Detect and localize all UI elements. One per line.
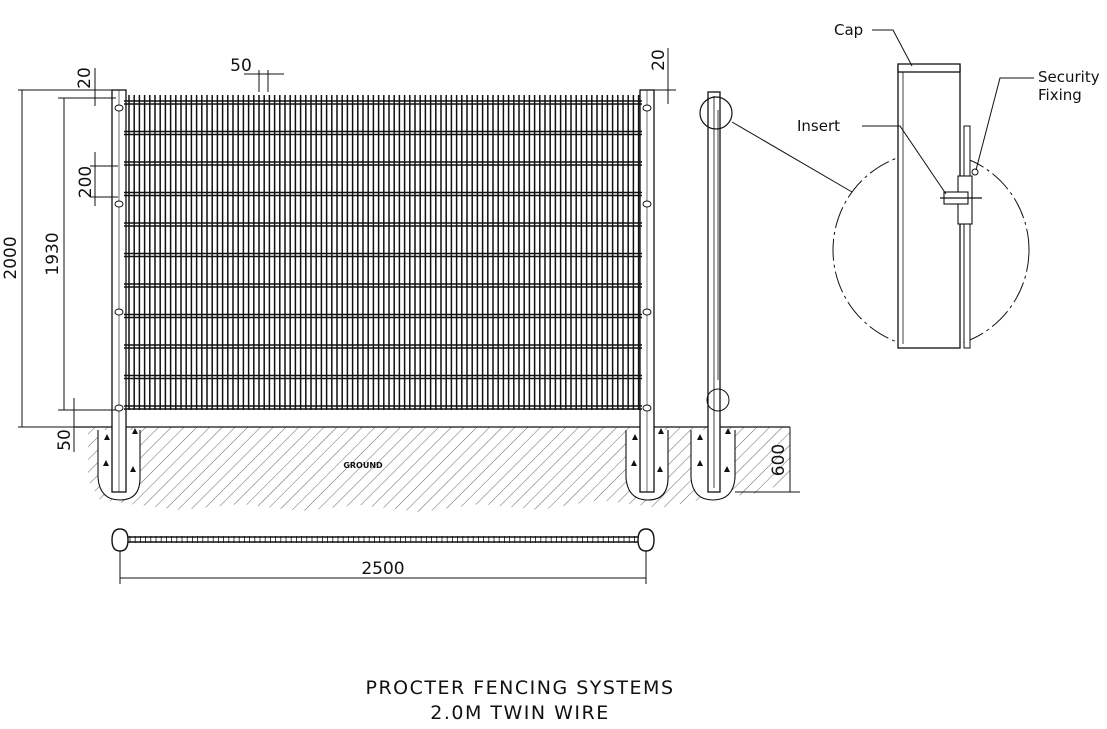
clamp-mark <box>114 308 124 316</box>
dim-20-left: 20 <box>75 67 95 89</box>
dim-600: 600 <box>769 444 789 476</box>
dim-2000: 2000 <box>1 236 21 279</box>
detail-panel-edge <box>963 125 971 349</box>
security-label-2: Fixing <box>1038 86 1082 104</box>
detail-cap <box>897 63 961 73</box>
dim-1930: 1930 <box>43 232 63 275</box>
plan-bars <box>129 536 635 543</box>
plan-foot-right <box>637 528 655 552</box>
dim-20-right: 20 <box>649 49 669 71</box>
panel-clamps <box>114 104 652 412</box>
dim-200: 200 <box>76 166 96 198</box>
dimensions: 2000 1930 20 20 50 200 50 600 <box>1 48 800 584</box>
ground-section: GROUND <box>75 426 790 512</box>
detail-post <box>897 65 961 349</box>
detail-marker-top <box>699 96 733 130</box>
ground-hatch <box>88 427 790 512</box>
callouts: Cap Security Fixing Insert <box>797 21 1100 195</box>
clamp-mark <box>114 104 124 112</box>
aggregate-marks <box>103 428 731 472</box>
plan-view <box>111 528 655 552</box>
title-line-2: 2.0M TWIN WIRE <box>430 702 610 724</box>
clamp-mark <box>642 200 652 208</box>
plan-foot-left <box>111 528 129 552</box>
title-block: PROCTER FENCING SYSTEMS 2.0M TWIN WIRE <box>365 677 674 724</box>
ground-label: GROUND <box>343 461 383 470</box>
dim-2500: 2500 <box>361 559 404 579</box>
title-line-1: PROCTER FENCING SYSTEMS <box>365 677 674 699</box>
clamp-mark <box>114 200 124 208</box>
dim-50-top: 50 <box>230 56 252 76</box>
clamp-mark <box>642 104 652 112</box>
cap-label: Cap <box>834 21 863 39</box>
wire-mesh <box>124 95 642 410</box>
detail-fixing-head <box>971 168 979 176</box>
dim-50-bottom: 50 <box>55 429 75 451</box>
security-leader <box>975 77 1034 171</box>
clamp-mark <box>642 308 652 316</box>
clamp-mark <box>642 404 652 412</box>
detail-leader <box>731 121 853 193</box>
cap-leader <box>872 29 913 67</box>
front-elevation <box>111 89 655 493</box>
detail-view <box>832 63 1030 349</box>
clamp-mark <box>114 404 124 412</box>
security-label-1: Security <box>1038 68 1100 86</box>
side-elevation <box>699 91 853 493</box>
insert-leader <box>862 125 947 195</box>
insert-label: Insert <box>797 117 840 135</box>
detail-marker-bottom <box>706 388 730 412</box>
